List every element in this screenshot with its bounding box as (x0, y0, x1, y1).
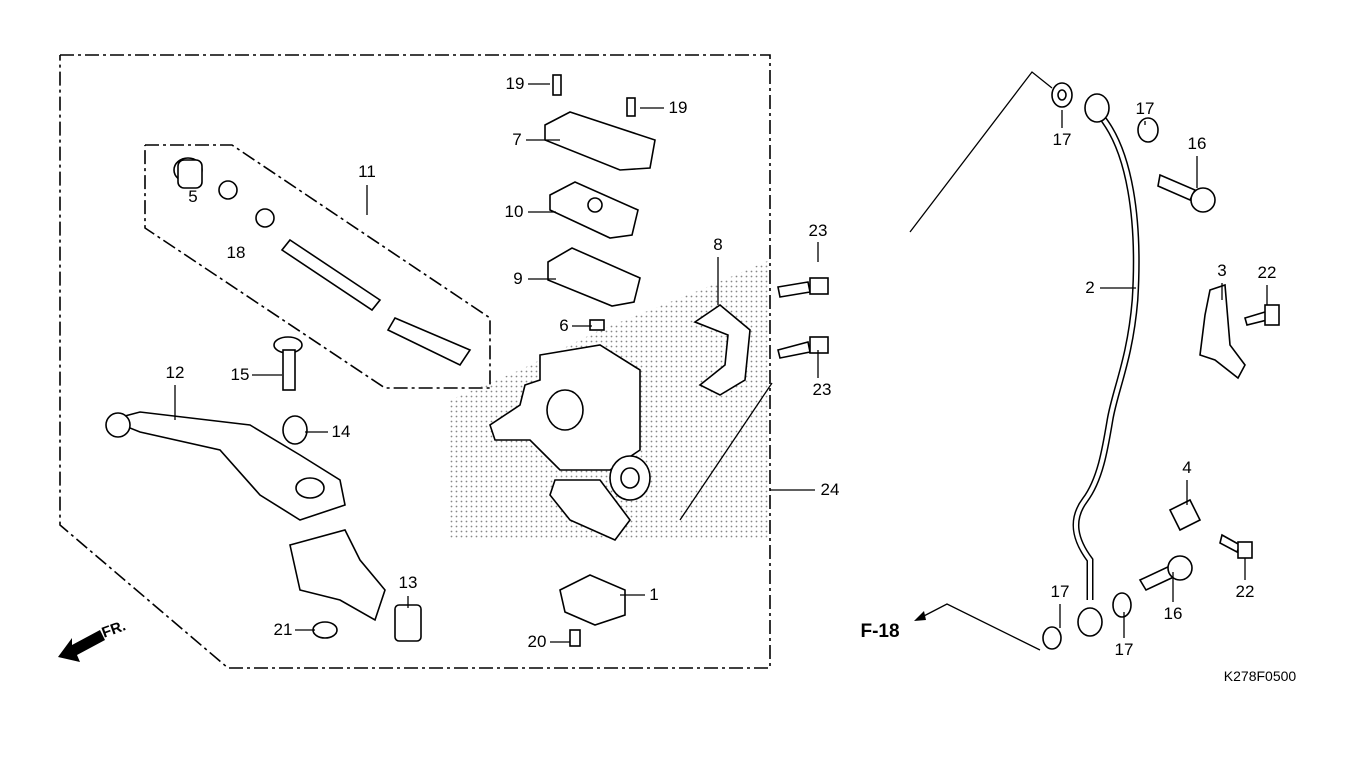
callout-11: 11 (358, 162, 376, 181)
front-arrow-icon (58, 630, 105, 662)
callout-20: 20 (527, 632, 547, 651)
callout-17: 17 (1050, 582, 1070, 601)
callout-16: 16 (1187, 134, 1207, 153)
callout-19: 19 (668, 98, 688, 117)
callout-2: 2 (1085, 278, 1095, 297)
callout-21: 21 (273, 620, 293, 639)
callout-19: 19 (505, 74, 525, 93)
callout-17: 17 (1114, 640, 1134, 659)
callout-8: 8 (713, 235, 723, 254)
piston-kit-outline (144, 144, 491, 389)
callout-17: 17 (1135, 99, 1155, 118)
callout-12: 12 (165, 363, 185, 382)
reference-f18: F-18 (860, 621, 900, 642)
callout-15: 15 (230, 365, 250, 384)
leader-lines (174, 71, 1268, 651)
callout-6: 6 (559, 316, 569, 335)
callout-10: 10 (504, 202, 524, 221)
callout-4: 4 (1182, 458, 1192, 477)
callout-16: 16 (1163, 604, 1183, 623)
callout-23: 23 (808, 221, 828, 240)
callout-14: 14 (331, 422, 351, 441)
callout-22: 22 (1257, 263, 1277, 282)
figure-code: K278F0500 (1223, 668, 1297, 684)
assembly-outline (59, 54, 771, 669)
callout-22: 22 (1235, 582, 1255, 601)
callout-13: 13 (398, 573, 418, 592)
callout-3: 3 (1217, 261, 1227, 280)
callout-9: 9 (513, 269, 523, 288)
reference-arrowhead (914, 611, 926, 621)
callout-7: 7 (512, 130, 522, 149)
callout-18: 18 (226, 243, 246, 262)
callout-17: 17 (1052, 130, 1072, 149)
callout-1: 1 (649, 585, 659, 604)
callout-5: 5 (188, 187, 198, 206)
callout-24: 24 (820, 480, 840, 499)
callout-23: 23 (812, 380, 832, 399)
